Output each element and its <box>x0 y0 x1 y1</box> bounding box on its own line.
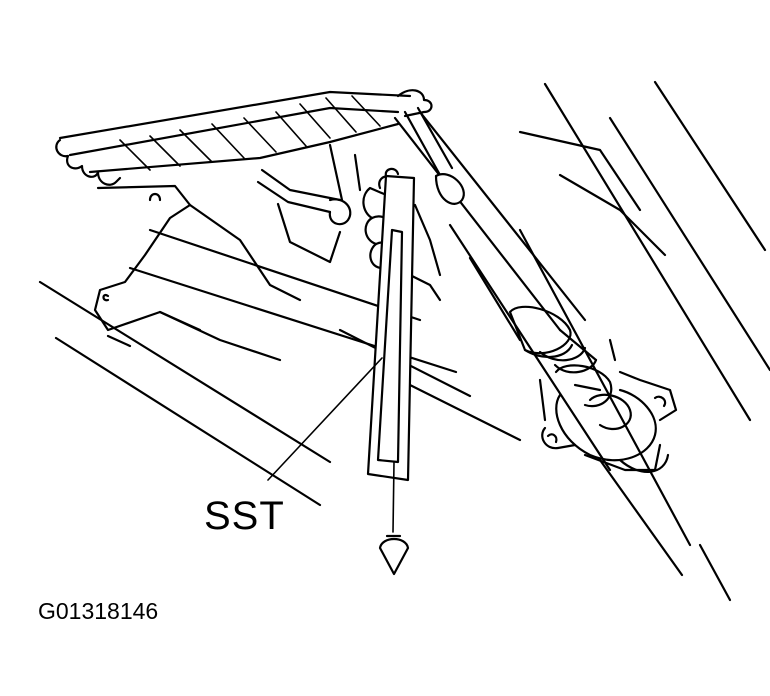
sst-tool <box>366 167 416 482</box>
crossmember <box>55 89 433 186</box>
propeller-shaft <box>393 106 598 374</box>
bracket-pipe <box>256 143 362 264</box>
universal-joint <box>538 338 678 474</box>
sst-callout-label: SST <box>204 494 285 538</box>
figure-id: G01318146 <box>38 598 159 624</box>
sst-leader-line <box>267 357 383 481</box>
plumb-bob <box>378 461 410 576</box>
floor-panel <box>93 184 302 362</box>
